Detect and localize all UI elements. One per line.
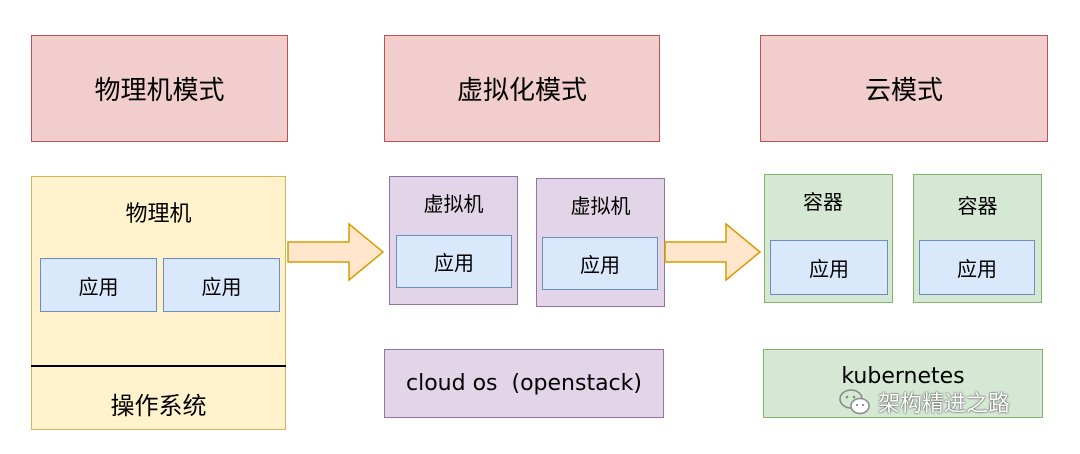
container-app-1: 应用 — [770, 240, 888, 295]
kubernetes-box: kubernetes — [763, 349, 1043, 418]
arrow-right-icon — [287, 222, 385, 282]
container-app-2: 应用 — [919, 240, 1035, 295]
operating-system-label: 操作系统 — [110, 392, 207, 420]
virtual-mode-label: 虚拟化模式 — [456, 76, 587, 106]
container-title-1: 容器 — [803, 190, 843, 214]
cloud-mode-header: 云模式 — [760, 35, 1048, 142]
app-label: 应用 — [580, 253, 620, 277]
physical-app-1: 应用 — [40, 258, 157, 312]
vm-app-1: 应用 — [396, 235, 512, 288]
vm-title-2: 虚拟机 — [570, 194, 631, 218]
physical-app-2: 应用 — [163, 258, 280, 312]
app-label: 应用 — [957, 257, 997, 281]
cloud-mode-label: 云模式 — [864, 76, 943, 106]
virtual-mode-header: 虚拟化模式 — [384, 35, 660, 142]
vm-title-1: 虚拟机 — [423, 192, 484, 216]
watermark-text: 架构精进之路 — [878, 392, 1011, 417]
physical-mode-label: 物理机模式 — [94, 76, 225, 106]
cloud-os-box: cloud os (openstack) — [384, 349, 664, 418]
app-label: 应用 — [809, 257, 849, 281]
app-label: 应用 — [78, 274, 119, 299]
arrow-right-icon — [664, 222, 762, 282]
cloud-os-label: cloud os (openstack) — [406, 371, 642, 396]
os-divider — [31, 365, 286, 367]
kubernetes-label: kubernetes — [841, 364, 965, 389]
vm-app-2: 应用 — [542, 237, 658, 290]
watermark: 架构精进之路 — [838, 386, 1010, 418]
physical-machine-title: 物理机 — [125, 202, 192, 227]
physical-mode-header: 物理机模式 — [31, 35, 288, 142]
app-label: 应用 — [434, 251, 474, 275]
app-label: 应用 — [201, 274, 242, 299]
wechat-icon — [839, 389, 870, 415]
container-title-2: 容器 — [957, 194, 998, 218]
